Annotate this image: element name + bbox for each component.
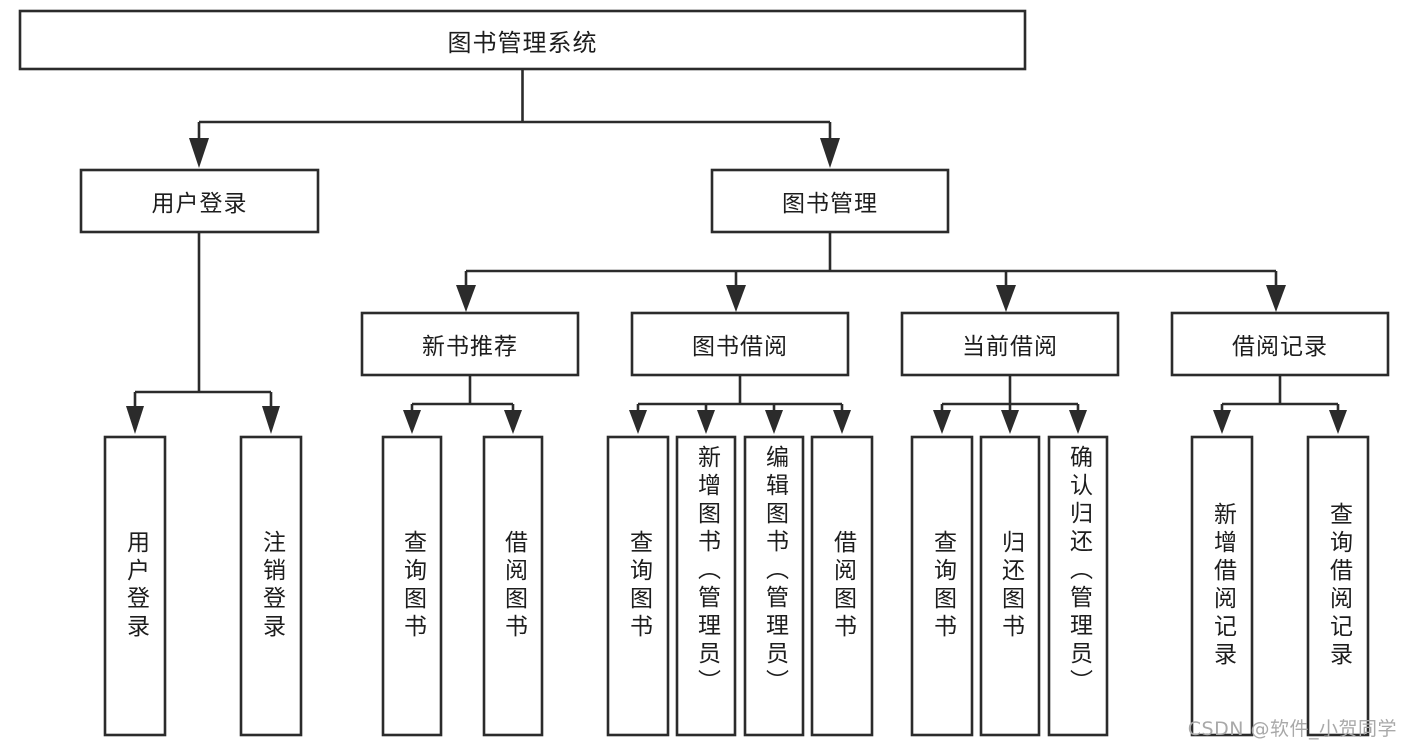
- node-box-borrow-record[interactable]: [1170, 311, 1390, 377]
- node-box-leaf-user-login[interactable]: [103, 435, 167, 737]
- arrow-head-leaf-add-book: [697, 410, 715, 434]
- node-box-leaf-confirm-return[interactable]: [1047, 435, 1109, 737]
- arrow-head-leaf-query-book-3: [933, 410, 951, 434]
- arrow-head-book-management: [820, 138, 840, 168]
- node-box-leaf-query-book-1[interactable]: [381, 435, 443, 737]
- node-box-book-management[interactable]: [710, 168, 950, 234]
- arrow-head-new-book-recommend: [456, 285, 476, 312]
- arrow-head-leaf-query-book-2: [629, 410, 647, 434]
- arrow-head-leaf-borrow-book-1: [504, 410, 522, 434]
- arrow-head-leaf-user-login: [126, 406, 144, 434]
- node-box-leaf-borrow-book-1[interactable]: [482, 435, 544, 737]
- arrow-head-leaf-return-book: [1001, 410, 1019, 434]
- node-box-leaf-add-book[interactable]: [675, 435, 737, 737]
- node-box-leaf-edit-book[interactable]: [743, 435, 805, 737]
- node-box-leaf-query-record[interactable]: [1306, 435, 1370, 737]
- arrow-head-current-borrow: [996, 285, 1016, 312]
- arrow-head-book-borrow: [726, 285, 746, 312]
- arrow-head-user-login: [189, 138, 209, 168]
- node-box-leaf-query-book-2[interactable]: [606, 435, 670, 737]
- node-box-leaf-query-book-3[interactable]: [910, 435, 974, 737]
- arrow-head-borrow-record: [1266, 285, 1286, 312]
- node-box-root[interactable]: [18, 9, 1027, 71]
- node-box-leaf-logout[interactable]: [239, 435, 303, 737]
- connector-group-root: [189, 69, 840, 168]
- arrow-head-leaf-query-book-1: [403, 410, 421, 434]
- node-box-leaf-borrow-book-2[interactable]: [810, 435, 874, 737]
- node-box-current-borrow[interactable]: [900, 311, 1120, 377]
- node-box-new-book-recommend[interactable]: [360, 311, 580, 377]
- arrow-head-leaf-add-record: [1213, 410, 1231, 434]
- node-box-leaf-add-record[interactable]: [1190, 435, 1254, 737]
- node-box-book-borrow[interactable]: [630, 311, 850, 377]
- connector-group-book-management: [456, 232, 1286, 312]
- connector-group-current-borrow: [933, 375, 1087, 434]
- connector-group-user-login: [126, 232, 280, 434]
- arrow-head-leaf-confirm-return: [1069, 410, 1087, 434]
- node-box-leaf-return-book[interactable]: [979, 435, 1041, 737]
- arrow-head-leaf-borrow-book-2: [833, 410, 851, 434]
- arrow-head-leaf-query-record: [1329, 410, 1347, 434]
- arrow-head-leaf-edit-book: [765, 410, 783, 434]
- connector-group-book-borrow: [629, 375, 851, 434]
- connector-group-borrow-record: [1213, 375, 1347, 434]
- arrow-head-leaf-logout: [262, 406, 280, 434]
- connector-group-new-book-recommend: [403, 375, 522, 434]
- node-box-user-login[interactable]: [79, 168, 320, 234]
